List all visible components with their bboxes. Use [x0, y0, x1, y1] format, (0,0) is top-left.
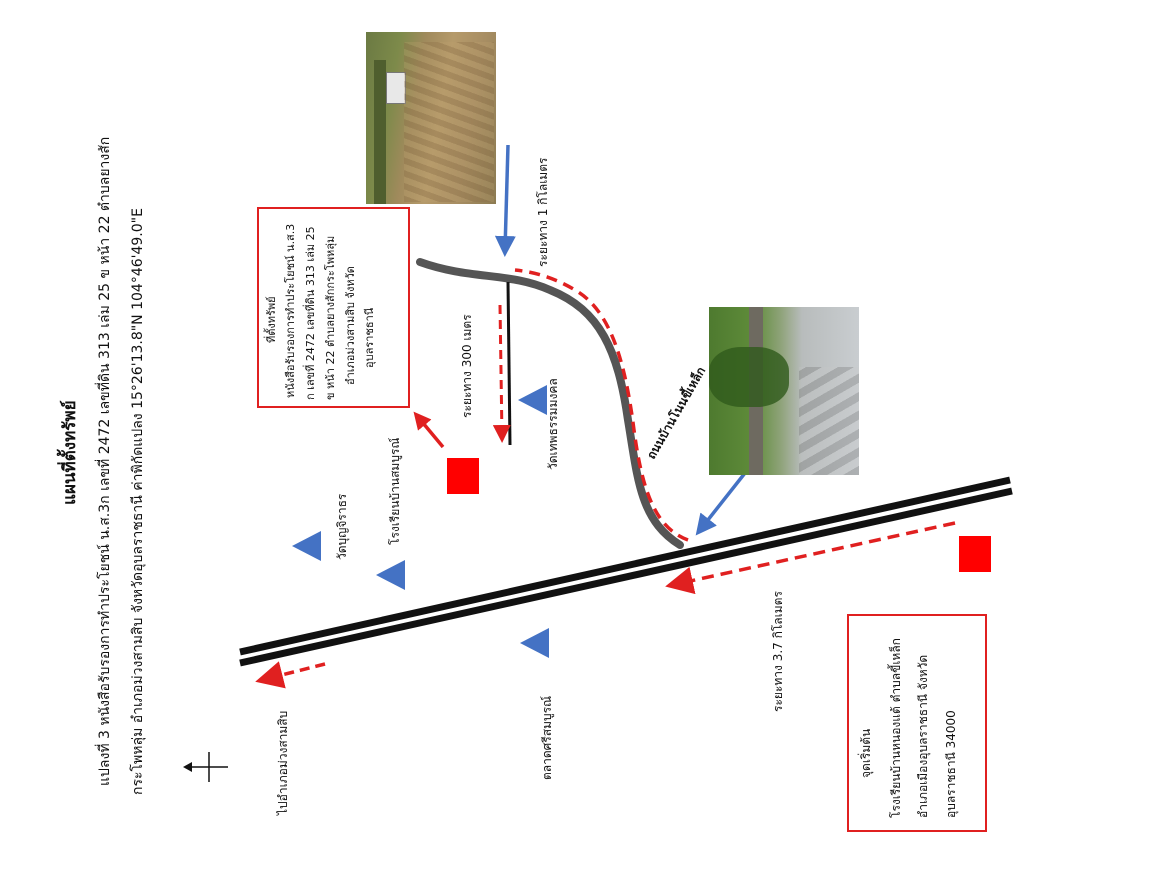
route-side-road	[514, 268, 689, 542]
route-spur	[492, 304, 511, 443]
triangle-icon	[376, 560, 405, 590]
triangle-icon	[292, 531, 321, 561]
header-line-2: กระโพหลุ่ม อำเภอม่วงสามสิบ จังหวัดอุบลรา…	[130, 208, 146, 795]
side-road	[416, 258, 684, 549]
property-box-line: ก เลขที่ 2472 เลขที่ดิน 313 เล่ม 25	[304, 226, 317, 400]
photo-arrow-mid	[695, 471, 747, 536]
to-district-label: ไปอำเภอม่วงสามสิบ	[276, 710, 290, 815]
distance-3.7km-label: ระยะทาง 3.7 กิโลเมตร	[771, 591, 785, 712]
start-box-line: อุบลราชธานี 34000	[944, 710, 958, 818]
site-photo-top	[366, 32, 496, 204]
route-highway	[665, 521, 956, 595]
property-info-box	[257, 207, 410, 408]
start-box-line: อำเภอเมืองอุบลราชธานี จังหวัด	[916, 654, 930, 818]
property-pointer-arrow	[413, 411, 445, 449]
photo-arrow-top	[494, 144, 516, 257]
property-box-line: อำเภอม่วงสามสิบ จังหวัด	[344, 266, 357, 385]
header-line-1: แปลงที่ 3 หนังสือรับรองการทำประโยชน์ น.ส…	[97, 136, 113, 786]
triangle-icon	[520, 628, 549, 658]
start-box-heading: จุดเริ่มต้น	[859, 728, 873, 778]
north-arrow-icon	[183, 752, 228, 782]
school-somboon-label: โรงเรียนบ้านสมบูรณ์	[388, 437, 402, 545]
site-photo-road	[709, 307, 859, 475]
map-title: แผนที่ตั้งทรัพย์	[60, 400, 80, 505]
route-to-district	[255, 661, 326, 689]
temple-thep-label: วัดเทพธรรมมงคล	[546, 378, 560, 470]
property-box-line: ข หน้า 22 ตำบลยางสักกระโพหลุ่ม	[324, 235, 337, 400]
distance-1km-label: ระยะทาง 1 กิโลเมตร	[536, 157, 550, 267]
red-square-icon	[959, 536, 991, 572]
start-point-box	[847, 614, 987, 832]
red-square-icon	[447, 458, 479, 494]
distance-300m-label: ระยะทาง 300 เมตร	[460, 314, 474, 418]
main-highway	[239, 476, 1013, 667]
spur-road	[506, 281, 512, 446]
property-box-line: อุบลราชธานี	[363, 307, 376, 368]
triangle-icon	[518, 385, 547, 415]
property-box-line: หนังสือรับรองการทำประโยชน์ น.ส.3	[284, 223, 297, 398]
property-box-heading: ที่ตั้งทรัพย์	[265, 296, 278, 343]
temple-boon-label: วัดบุญจิราธร	[335, 493, 349, 560]
start-box-line: โรงเรียนบ้านหนองแต้ ตำบลขี้เหล็ก	[889, 638, 903, 818]
market-label: ตลาดศรีสมบูรณ์	[540, 695, 554, 780]
